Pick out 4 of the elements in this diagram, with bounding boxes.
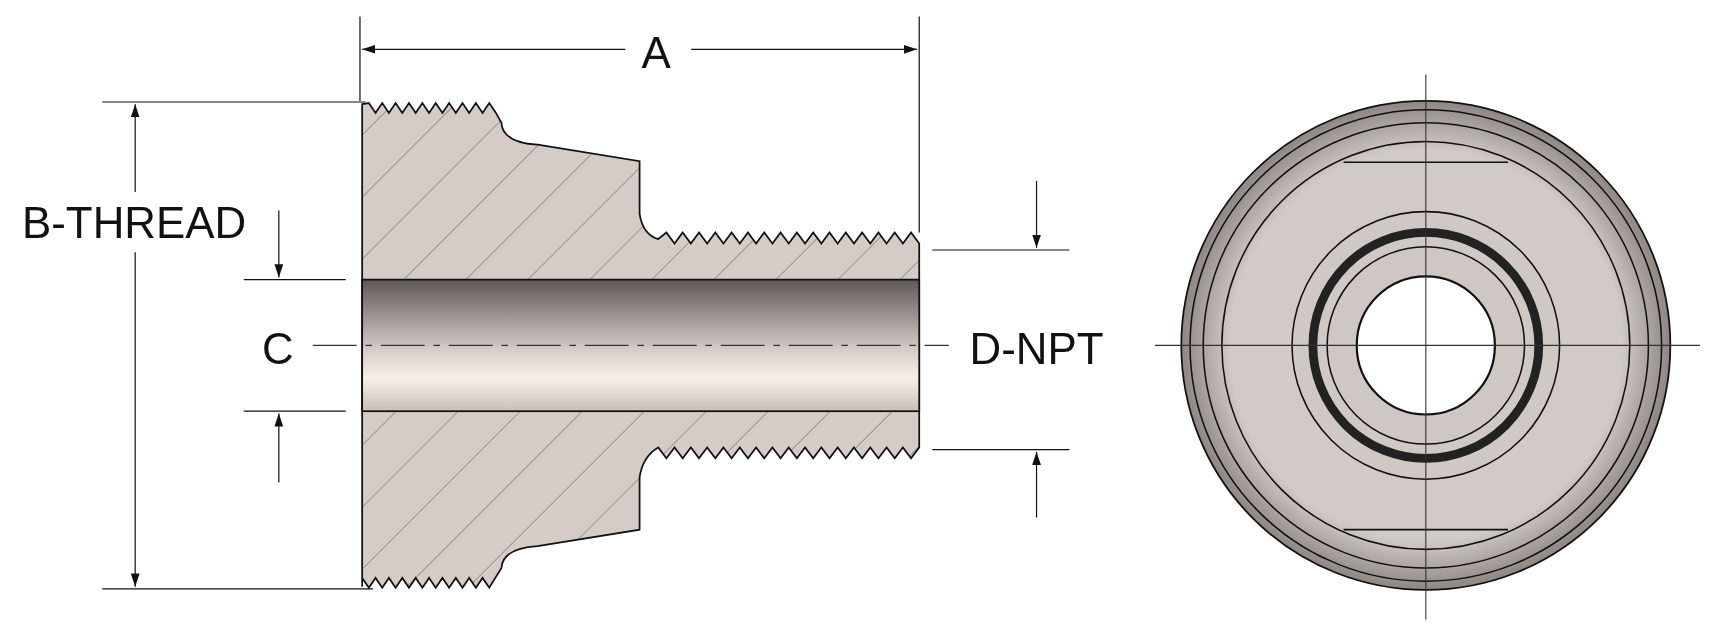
dimension-label: A — [641, 28, 671, 77]
dimension-label: C — [261, 324, 294, 374]
dimension-label: D-NPT — [969, 324, 1104, 374]
dimension-label: B-THREAD — [22, 197, 247, 247]
